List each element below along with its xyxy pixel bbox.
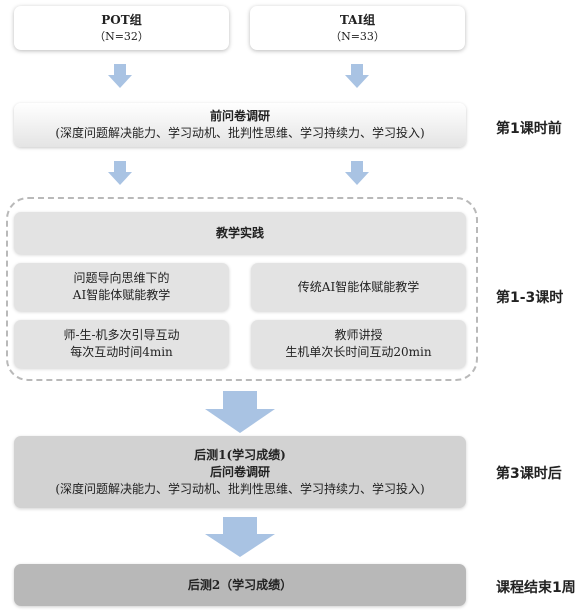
arrow-pot-to-presurvey	[108, 64, 132, 88]
pre-survey-box: 前问卷调研 (深度问题解决能力、学习动机、批判性思维、学习持续力、学习投入)	[14, 103, 466, 147]
teaching-practice-title: 教学实践	[215, 225, 264, 240]
stage-label-after-lesson3: 第3课时后	[496, 466, 562, 482]
arrow-practice-to-posttest1	[205, 391, 275, 433]
tai-method-box: 传统AI智能体赋能教学	[251, 263, 466, 311]
post-test1-title: 后测1(学习成绩)	[194, 447, 286, 462]
pot-method-box: 问题导向思维下的 AI智能体赋能教学	[14, 263, 229, 311]
tai-group-box: TAI组 （N=33）	[250, 6, 465, 50]
arrow-posttest1-to-posttest2	[205, 517, 275, 557]
tai-interaction-line2: 生机单次长时间互动20min	[285, 345, 432, 359]
arrow-presurvey-to-pot-practice	[108, 161, 132, 185]
post-survey-title: 后问卷调研	[209, 464, 270, 479]
pre-survey-detail: (深度问题解决能力、学习动机、批判性思维、学习持续力、学习投入)	[55, 126, 425, 140]
post-survey-detail: (深度问题解决能力、学习动机、批判性思维、学习持续力、学习投入)	[55, 481, 425, 496]
stage-label-before-lesson1: 第1课时前	[496, 121, 562, 137]
post-test2-title: 后测2（学习成绩）	[187, 577, 293, 592]
pot-interaction-box: 师-生-机多次引导互动 每次互动时间4min	[14, 320, 229, 368]
pot-group-box: POT组 （N=32）	[14, 6, 229, 50]
post-test1-box: 后测1(学习成绩) 后问卷调研 (深度问题解决能力、学习动机、批判性思维、学习持…	[14, 436, 466, 508]
pot-group-count: （N=32）	[94, 29, 149, 43]
tai-interaction-line1: 教师讲授	[334, 328, 383, 342]
stage-label-lessons1-3: 第1-3课时	[496, 290, 564, 306]
teaching-practice-header: 教学实践	[14, 212, 466, 254]
pot-interaction-line1: 师-生-机多次引导互动	[63, 328, 180, 342]
tai-group-count: （N=33）	[330, 29, 385, 43]
pot-interaction-line2: 每次互动时间4min	[70, 345, 173, 359]
arrow-tai-to-presurvey	[345, 64, 369, 88]
pre-survey-title: 前问卷调研	[209, 109, 270, 123]
stage-label-one-week-after: 课程结束1周	[496, 580, 576, 596]
tai-interaction-box: 教师讲授 生机单次长时间互动20min	[251, 320, 466, 368]
tai-method-text: 传统AI智能体赋能教学	[297, 279, 420, 294]
tai-group-name: TAI组	[339, 12, 376, 27]
pot-method-line1: 问题导向思维下的	[73, 271, 170, 285]
pot-group-name: POT组	[101, 12, 142, 27]
pot-method-line2: AI智能体赋能教学	[72, 288, 171, 302]
arrow-presurvey-to-tai-practice	[345, 161, 369, 185]
post-test2-box: 后测2（学习成绩）	[14, 564, 466, 606]
teaching-practice-container	[6, 197, 478, 381]
